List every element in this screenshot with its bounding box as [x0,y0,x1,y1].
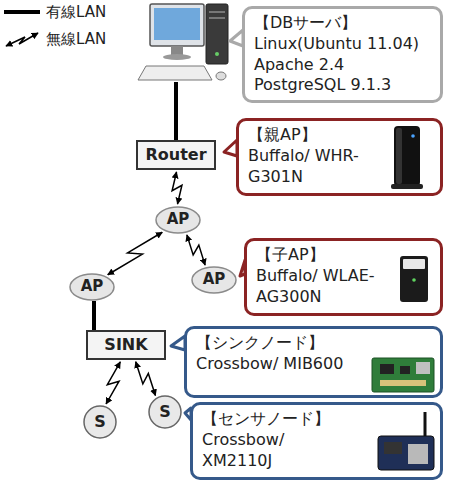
node-content: 【親AP】Buffalo/ WHR-G301N [248,125,388,187]
sensor-photo [378,412,434,470]
power-led [215,52,219,56]
wired-link [92,301,96,330]
node-outline [70,274,114,300]
node-outline [149,396,181,428]
callout-box: 【親AP】Buffalo/ WHR-G301N [236,118,443,196]
access-point: AP [191,266,237,294]
wireless-link [136,362,156,396]
node-content: Router [145,145,206,166]
node-outline [84,406,116,438]
connector [416,362,430,374]
node-content: 【シンクノード】Crossbow/ MIB600 [196,333,346,375]
node-content: 【子AP】Buffalo/ WLAE-AG300N [256,245,396,307]
router-led [411,134,415,138]
node-text: Buffalo/ WHR-G301N [248,146,388,188]
keyboard [138,66,212,80]
monitor [150,4,204,46]
router-box: Router [136,140,216,170]
node-content: AP [81,277,104,297]
wireless-link [108,232,163,274]
chip [380,364,394,374]
chip [384,442,402,454]
sensor-node: S [148,395,182,429]
node-heading: 【センサノード】 [202,409,352,430]
node-content: SINK [104,335,147,356]
node-heading: 【子AP】 [256,245,396,266]
wireless-link [172,172,182,204]
wireless-link [187,235,205,265]
wireless-sample [6,33,38,46]
sink-box: SINK [86,330,166,360]
node-text: Buffalo/ WLAE-AG300N [256,266,396,308]
node-outline [192,267,236,293]
router-body [394,126,420,186]
node-heading: AP [203,270,226,290]
pc-tower [206,4,228,64]
legend-label: 無線LAN [46,30,106,48]
drive-slot [209,17,225,19]
router-photo [391,126,423,189]
screen [154,8,200,40]
node-heading: AP [167,210,190,230]
callout-box: 【子AP】Buffalo/ WLAE-AG300N [244,238,443,316]
sensor-board [378,436,434,470]
node-text: Crossbow/ XM2110J [202,430,352,472]
monitor-stand [171,46,183,55]
node-heading: 【シンクノード】 [196,333,346,354]
node-content: AP [203,270,226,290]
callout-box: 【シンクノード】Crossbow/ MIB600 [184,326,443,398]
node-heading: Router [145,145,206,166]
node-heading: S [159,402,171,423]
board [372,358,434,392]
node-text: PostgreSQL 9.1.3 [254,75,419,96]
callout-box: 【DBサーバ】Linux(Ubuntu 11.04)Apache 2.4Post… [242,6,443,103]
node-text: Linux(Ubuntu 11.04) [254,34,419,55]
wired-sample [4,10,40,14]
router-stand [391,184,423,189]
node-heading: 【DBサーバ】 [254,13,419,34]
chip [400,366,410,374]
node-outline [156,207,200,233]
node-content: S [94,412,106,433]
legend-label: 有線LAN [46,3,106,21]
ap-photo [400,256,428,302]
node-text: Crossbow/ MIB600 [196,354,346,375]
access-point: AP [155,206,201,234]
wireless-link [106,362,120,404]
computer-icon [138,4,228,80]
drive-slot [209,11,225,13]
header [380,380,426,386]
ap-body [400,256,428,302]
node-heading: SINK [104,335,147,356]
node-content: 【センサノード】Crossbow/ XM2110J [202,409,352,471]
monitor-base [163,54,191,60]
node-text: Apache 2.4 [254,55,419,76]
node-content: 【DBサーバ】Linux(Ubuntu 11.04)Apache 2.4Post… [254,13,419,96]
access-point: AP [69,273,115,301]
wired-cable [174,82,178,140]
node-heading: AP [81,277,104,297]
router-highlight [396,128,402,184]
mouse [216,72,226,80]
node-content: AP [167,210,190,230]
sensor-node: S [83,405,117,439]
node-heading: 【親AP】 [248,125,388,146]
node-content: S [159,402,171,423]
callout-box: 【センサノード】Crossbow/ XM2110J [190,402,443,480]
callout-tail [171,336,185,350]
battery [408,444,428,464]
board-photo [372,358,434,392]
ap-top [403,259,425,269]
node-heading: S [94,412,106,433]
ap-led [412,278,416,282]
